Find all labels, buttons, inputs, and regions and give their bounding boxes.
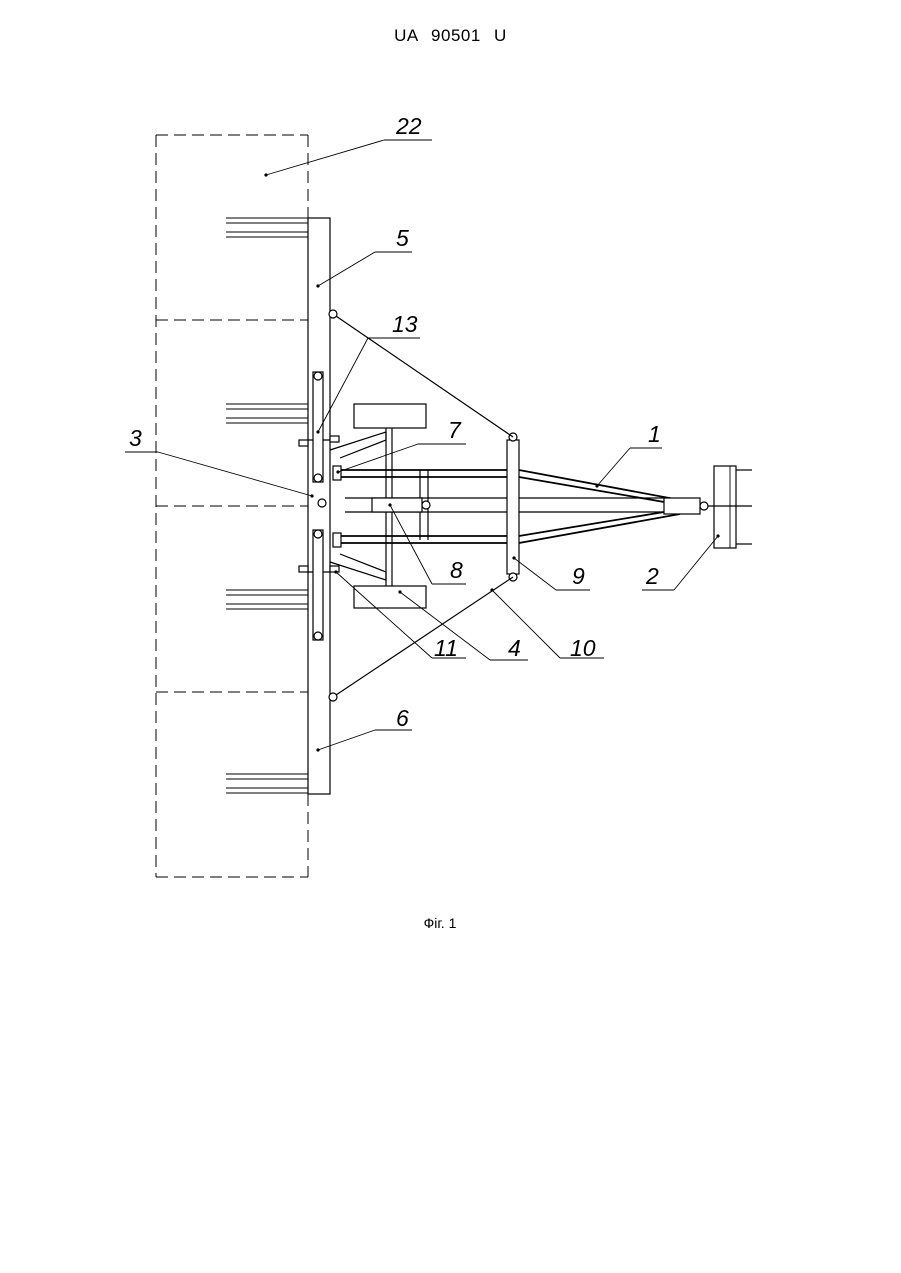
label-6: 6 bbox=[396, 705, 409, 731]
tines-group-3 bbox=[226, 590, 308, 609]
label-7: 7 bbox=[448, 417, 462, 443]
tines-group-1 bbox=[226, 218, 308, 237]
tines-group-4 bbox=[226, 774, 308, 793]
tines-group-2 bbox=[226, 404, 308, 423]
working-area-outline bbox=[156, 135, 308, 877]
label-4: 4 bbox=[508, 635, 521, 661]
label-11: 11 bbox=[434, 635, 458, 661]
label-9: 9 bbox=[572, 563, 585, 589]
label-13: 13 bbox=[392, 311, 418, 337]
label-10: 10 bbox=[570, 635, 596, 661]
label-2: 2 bbox=[645, 563, 659, 589]
label-5: 5 bbox=[396, 225, 409, 251]
label-22: 22 bbox=[395, 113, 422, 139]
figure-caption: Фіг. 1 bbox=[0, 915, 880, 931]
leader-lines bbox=[125, 140, 720, 752]
label-8: 8 bbox=[450, 557, 463, 583]
label-1: 1 bbox=[648, 421, 661, 447]
label-3: 3 bbox=[129, 425, 142, 451]
hitch bbox=[700, 466, 752, 548]
